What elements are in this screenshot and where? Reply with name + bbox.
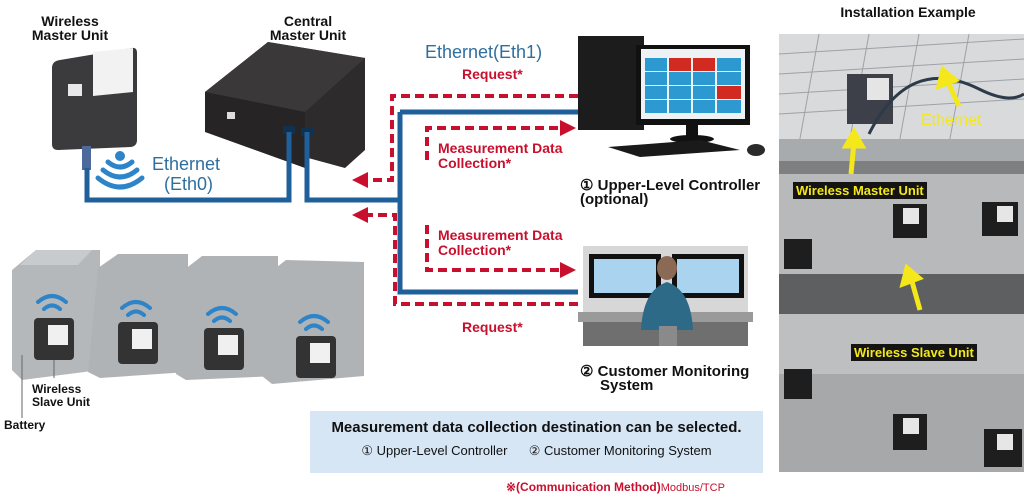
label-line: Measurement Data — [438, 140, 563, 156]
footnote-prefix: ※(Communication Method) — [506, 480, 661, 494]
photo-ethernet-label: Ethernet — [921, 112, 982, 129]
label-line: Wireless — [32, 382, 82, 396]
flow-arrows — [368, 94, 578, 306]
wireless-slave-unit-label: Wireless Slave Unit — [32, 383, 90, 409]
note-options: ① Upper-Level Controller ② Customer Moni… — [310, 443, 763, 459]
label-line: (Eth0) — [164, 174, 214, 194]
label-line: ② Customer Monitoring — [580, 363, 750, 380]
label-line: (optional) — [580, 191, 649, 208]
photo-scene — [779, 34, 1024, 472]
collection-bottom-label: Measurement Data Collection* — [438, 228, 563, 258]
label-line: Slave Unit — [32, 395, 91, 409]
wireless-master-unit-device — [52, 47, 137, 170]
label-line: System — [600, 377, 654, 394]
battery-label: Battery — [4, 418, 46, 432]
arrowheads — [352, 120, 576, 278]
customer-monitoring-label: ② Customer Monitoring System — [580, 363, 750, 394]
installation-example-title: Installation Example — [840, 4, 976, 20]
note-title: Measurement data collection destination … — [331, 419, 742, 436]
network-diagram — [12, 36, 765, 418]
upper-level-controller-label: ① Upper-Level Controller (optional) — [580, 177, 761, 208]
ethernet-eth1-label: Ethernet(Eth1) — [425, 42, 543, 62]
yellow-arrows — [841, 65, 962, 311]
battery-array — [12, 250, 364, 418]
label-line: Central — [283, 13, 333, 29]
request-top-label: Request* — [462, 66, 523, 82]
callout-lines — [21, 355, 55, 418]
note-option-2: ② Customer Monitoring System — [528, 443, 712, 458]
customer-monitoring-system — [578, 246, 753, 346]
destination-note: Measurement data collection destination … — [310, 411, 763, 473]
wifi-icon — [95, 151, 145, 190]
collection-top-label: Measurement Data Collection* — [438, 141, 563, 171]
wireless-master-unit-label: Wireless Master Unit — [20, 14, 120, 42]
label-line: Wireless — [41, 13, 99, 29]
photo-wireless-master-label: Wireless Master Unit — [793, 182, 927, 199]
battery-cell — [88, 254, 188, 378]
label-line: Measurement Data — [438, 227, 563, 243]
ethernet-eth0-label: Ethernet (Eth0) — [152, 154, 220, 194]
battery-cell — [12, 250, 100, 380]
installation-photo: Ethernet Wireless Master Unit Wireless S… — [779, 34, 1024, 472]
label-line: Master Unit — [31, 27, 109, 43]
footnote-method: Modbus/TCP — [660, 482, 725, 494]
label-line: Master Unit — [269, 27, 347, 43]
request-bottom-label: Request* — [462, 319, 523, 335]
note-option-1: ① Upper-Level Controller — [361, 443, 508, 458]
central-master-unit-label: Central Master Unit — [258, 14, 358, 42]
upper-level-controller-pc — [578, 36, 765, 157]
label-line: Collection* — [438, 242, 512, 258]
communication-footnote: ※(Communication Method)Modbus/TCP — [506, 480, 725, 494]
ethernet-lines — [84, 109, 578, 295]
label-line: Ethernet — [152, 154, 221, 174]
slave-wifi-icons — [36, 294, 330, 331]
label-line: ① Upper-Level Controller — [580, 177, 761, 194]
battery-cell — [262, 260, 364, 384]
central-master-unit-device — [205, 42, 365, 168]
label-line: Collection* — [438, 155, 512, 171]
photo-wireless-slave-label: Wireless Slave Unit — [851, 344, 977, 361]
